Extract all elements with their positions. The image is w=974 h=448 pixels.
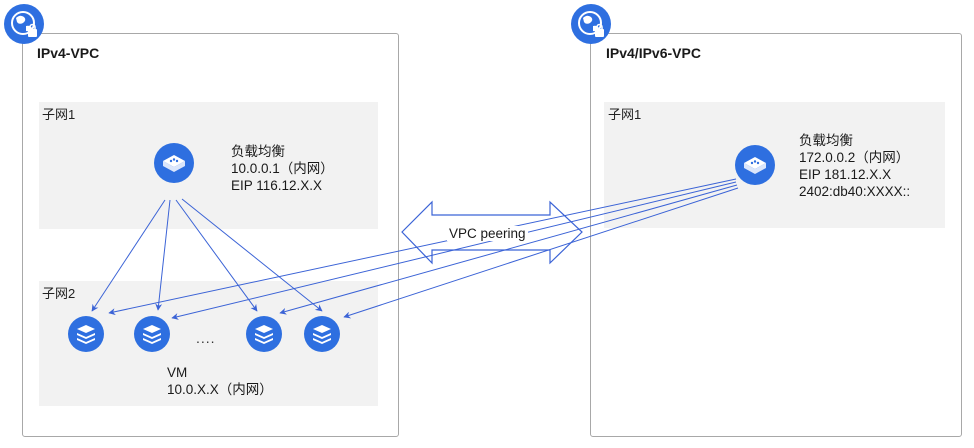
subnet-label: 子网1 — [42, 107, 76, 122]
lb-eip: EIP 116.12.X.X — [231, 178, 323, 193]
vpc-globe-lock-icon — [571, 4, 611, 44]
vm-ip: 10.0.X.X（内网） — [167, 382, 273, 397]
link-line — [279, 184, 738, 315]
link-line — [155, 199, 171, 311]
vm-server-icon — [246, 316, 282, 352]
vpc-peering-label: VPC peering — [447, 226, 528, 241]
link-line — [181, 198, 323, 312]
subnet-1-left — [39, 102, 378, 229]
link-line — [108, 178, 737, 316]
lb-name: 负载均衡 — [799, 133, 853, 148]
vpc-title-right: IPv4/IPv6-VPC — [606, 45, 701, 61]
vm-server-icon — [304, 316, 340, 352]
vpc-title-left: IPv4-VPC — [37, 45, 100, 61]
link-line — [175, 199, 258, 312]
link-line — [91, 199, 166, 312]
vm-server-icon — [68, 316, 104, 352]
vm-name: VM — [167, 365, 188, 380]
load-balancer-icon — [735, 145, 775, 185]
vm-ellipsis: .... — [196, 330, 216, 346]
lb-private-ip: 10.0.0.1（内网） — [231, 161, 334, 176]
subnet-label: 子网1 — [608, 107, 642, 122]
lb-info-left: 负载均衡 10.0.0.1（内网） EIP 116.12.X.X — [231, 143, 334, 194]
lb-private-ip: 172.0.0.2（内网） — [799, 150, 910, 165]
lb-name: 负载均衡 — [231, 144, 285, 159]
subnet-label: 子网2 — [42, 286, 76, 301]
lb-eip: EIP 181.12.X.X — [799, 167, 892, 182]
vm-info: VM 10.0.X.X（内网） — [167, 364, 273, 398]
load-balancer-icon — [154, 143, 194, 183]
lb-ipv6: 2402:db40:XXXX:: — [799, 184, 911, 199]
vm-server-icon — [134, 316, 170, 352]
vpc-globe-lock-icon — [4, 4, 44, 44]
link-line — [171, 181, 737, 320]
lb-info-right: 负载均衡 172.0.0.2（内网） EIP 181.12.X.X 2402:d… — [799, 132, 910, 200]
vpc-container-right — [590, 33, 962, 437]
link-line — [343, 187, 739, 319]
